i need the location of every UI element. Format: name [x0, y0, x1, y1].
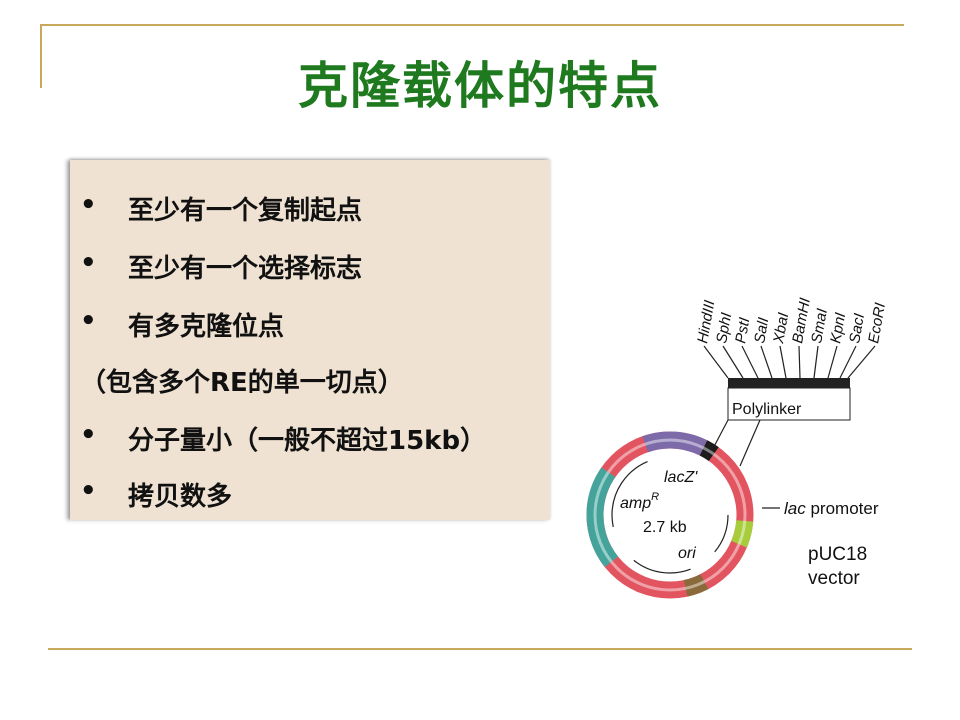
- site-label: PstI: [732, 316, 753, 344]
- bullet-text: 有多克隆位点: [128, 312, 285, 342]
- polylinker-box: [727, 387, 851, 421]
- bullet-marker: •: [80, 476, 97, 506]
- polylinker-label: Polylinker: [732, 401, 802, 418]
- left-rule: [40, 24, 42, 88]
- bullet-text: 至少有一个选择标志: [128, 254, 363, 284]
- top-rule: [40, 24, 904, 26]
- bullet-text: 至少有一个复制起点: [128, 196, 363, 226]
- site-label: SacI: [846, 312, 868, 345]
- promoter-text: promoter: [806, 499, 879, 518]
- site-label: XbaI: [770, 311, 792, 345]
- puc18-plasmid-diagram: HindIII SphI PstI SalI XbaI BamHI SmaI K…: [586, 297, 889, 599]
- vector-name: pUC18: [808, 544, 867, 565]
- bullet-marker: •: [80, 248, 97, 278]
- polylinker-callout: [739, 419, 761, 467]
- lacz-text: lacZ': [664, 469, 698, 486]
- bullet-marker: •: [80, 190, 97, 220]
- bullet-text: 分子量小（一般不超过15kb）: [128, 426, 487, 456]
- bullet-text: （包含多个RE的单一切点）: [80, 368, 404, 398]
- lac-text: lac: [784, 499, 806, 518]
- site-label: EcoRI: [865, 302, 889, 345]
- bottom-rule: [48, 648, 912, 650]
- site-label: SphI: [713, 311, 735, 344]
- reflection-fade: [70, 520, 550, 635]
- plasmid-ring: [586, 431, 754, 599]
- bullet-text: 拷贝数多: [128, 482, 233, 512]
- bullet-marker: •: [80, 306, 97, 336]
- lacz-label: lacZ': [664, 469, 698, 486]
- bullet-panel: [70, 160, 550, 520]
- amp-text: amp: [620, 495, 651, 512]
- plasmid-size-label: 2.7 kb: [643, 519, 687, 536]
- site-label: SmaI: [808, 307, 831, 344]
- restriction-site-labels: HindIII SphI PstI SalI XbaI BamHI SmaI K…: [694, 297, 889, 346]
- site-connector-lines: [703, 345, 876, 379]
- lac-promoter-label: lac promoter: [784, 499, 879, 518]
- bullet-marker: •: [80, 420, 97, 450]
- panel-reflection: • 拷贝数多 • 分子量小（一般不超过15kb）: [70, 520, 550, 635]
- amp-label: ampR: [620, 491, 659, 512]
- slide-title: 克隆载体的特点: [298, 57, 662, 115]
- amp-superscript: R: [651, 491, 659, 503]
- site-label: SalI: [751, 316, 772, 344]
- vector-word: vector: [808, 568, 860, 589]
- site-label: KpnI: [827, 311, 849, 344]
- polylinker-bar: [728, 378, 850, 388]
- ori-label: ori: [678, 545, 696, 562]
